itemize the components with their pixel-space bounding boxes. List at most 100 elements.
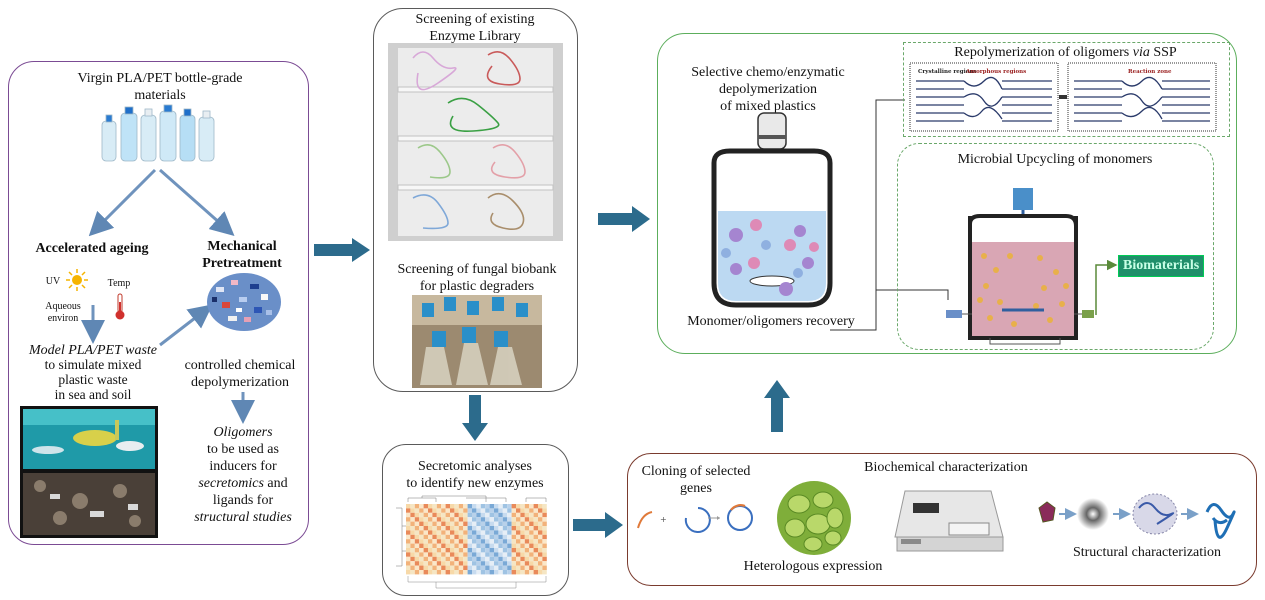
heatmap-cell xyxy=(524,556,530,562)
controlled-line2: depolymerization xyxy=(191,375,289,390)
heatmap-cell xyxy=(480,548,486,553)
heatmap-cell xyxy=(494,556,499,562)
heatmap-cell xyxy=(428,543,433,548)
heatmap-cell xyxy=(450,548,455,553)
used-line1: to be used as xyxy=(207,442,279,457)
heatmap-cell xyxy=(410,539,415,544)
depoly-title-line3: of mixed plastics xyxy=(720,99,816,114)
heatmap-cell xyxy=(489,570,494,575)
secretomic-title-line2: to identify new enzymes xyxy=(406,476,544,491)
heatmap-cell xyxy=(458,561,464,566)
heatmap-cell xyxy=(494,552,499,557)
heatmap-cell xyxy=(441,521,446,526)
heatmap-cell xyxy=(485,552,490,557)
heatmap-cell xyxy=(538,556,543,562)
heatmap-cell xyxy=(516,534,521,540)
used-line2: inducers for xyxy=(209,459,277,474)
heatmap-cell xyxy=(480,517,486,522)
heatmap-cell xyxy=(406,556,411,562)
heatmap-cell xyxy=(467,552,472,557)
heatmap-cell xyxy=(472,526,477,531)
heatmap-cell xyxy=(507,570,512,575)
heatmap-cell xyxy=(445,570,450,575)
heatmap-cell xyxy=(419,548,424,553)
heatmap-cell xyxy=(520,565,525,570)
heatmap-cell xyxy=(533,552,538,557)
heatmap-cell xyxy=(520,504,525,509)
heatmap-cell xyxy=(476,556,481,562)
heatmap-cell xyxy=(436,556,442,562)
heatmap-cell xyxy=(428,521,433,526)
enzyme-library-shelf xyxy=(388,43,563,241)
heatmap-cell xyxy=(507,521,512,526)
heatmap-cell xyxy=(463,543,468,548)
heatmap-cell xyxy=(507,526,512,531)
heatmap-cell xyxy=(445,561,450,566)
virgin-title: Virgin PLA/PET bottle-grade materials xyxy=(40,70,280,104)
heatmap-cell xyxy=(529,565,534,570)
heatmap-cell xyxy=(458,570,464,575)
heatmap-cell xyxy=(472,508,477,513)
heatmap-cell xyxy=(441,548,446,553)
biochemical-title: Biochemical characterization xyxy=(864,460,1028,475)
heatmap-cell xyxy=(533,521,538,526)
heatmap-cell xyxy=(463,552,468,557)
heatmap-cell xyxy=(476,543,481,548)
heatmap-cell xyxy=(432,530,437,535)
heatmap-cell xyxy=(511,548,516,553)
heatmap-cell xyxy=(463,512,468,518)
heatmap-cell xyxy=(538,561,543,566)
heatmap-cell xyxy=(463,561,468,566)
heatmap-cell xyxy=(494,539,499,544)
heatmap-cell xyxy=(454,508,459,513)
heatmap-cell xyxy=(454,548,459,553)
heatmap-cell xyxy=(502,543,508,548)
heatmap-cell xyxy=(516,517,521,522)
heatmap-cell xyxy=(529,556,534,562)
heatmap-cell xyxy=(480,565,486,570)
heatmap-cell xyxy=(441,534,446,540)
heatmap-cell xyxy=(542,517,547,522)
heatmap-cell xyxy=(410,534,415,540)
heatmap-cell xyxy=(406,530,411,535)
heatmap-cell xyxy=(410,565,415,570)
heatmap-cell xyxy=(489,521,494,526)
heatmap-cell xyxy=(441,526,446,531)
heatmap-cell xyxy=(436,561,442,566)
fungal-title-line2: for plastic degraders xyxy=(419,279,535,294)
heatmap-cell xyxy=(467,517,472,522)
heatmap-cell xyxy=(419,508,424,513)
heatmap-cell xyxy=(467,565,472,570)
model-waste-label: Model PLA/PET waste xyxy=(28,343,158,358)
heatmap-cell xyxy=(507,508,512,513)
heatmap-cell xyxy=(454,512,459,518)
heatmap-cell xyxy=(419,552,424,557)
heatmap-cell xyxy=(489,561,494,566)
heatmap-cell xyxy=(436,504,442,509)
heatmap-cell xyxy=(533,517,538,522)
heatmap-cell xyxy=(445,526,450,531)
repoly-suffix: SSP xyxy=(1149,45,1177,60)
heatmap-cell xyxy=(538,565,543,570)
heatmap-cell xyxy=(485,570,490,575)
heatmap-cell xyxy=(494,570,499,575)
heatmap-cell xyxy=(423,548,428,553)
heatmap-cell xyxy=(476,530,481,535)
heatmap-cell xyxy=(538,530,543,535)
biomaterials-label: Biomaterials xyxy=(1118,255,1205,277)
heatmap-cell xyxy=(441,570,446,575)
mechanical-line1: Mechanical xyxy=(207,239,277,254)
heatmap-cell xyxy=(441,530,446,535)
heatmap-cell xyxy=(516,561,521,566)
heatmap-cell xyxy=(428,530,433,535)
heatmap-cell xyxy=(480,552,486,557)
heatmap-cell xyxy=(441,556,446,562)
depoly-title-line2: depolymerization xyxy=(719,82,817,97)
heatmap-cell xyxy=(441,517,446,522)
heatmap-cell xyxy=(485,534,490,540)
heatmap-cell xyxy=(467,570,472,575)
microbial-title: Microbial Upcycling of monomers xyxy=(957,152,1153,167)
heatmap-cell xyxy=(516,565,521,570)
heatmap-cell xyxy=(533,561,538,566)
heatmap-cell xyxy=(520,552,525,557)
